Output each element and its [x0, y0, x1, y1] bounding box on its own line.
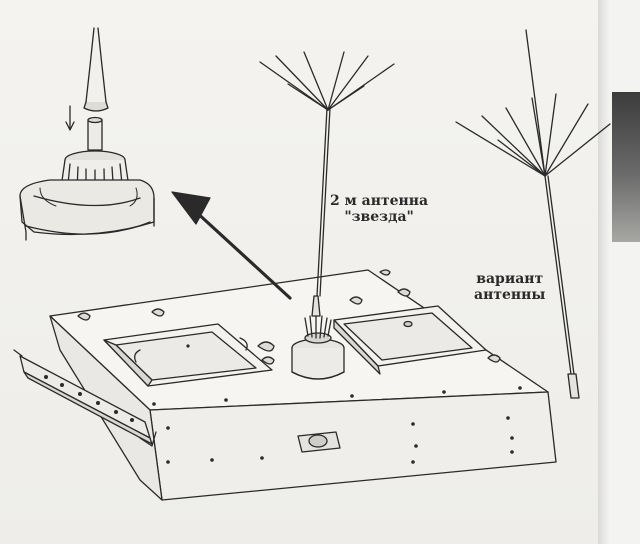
right-hatch — [333, 269, 501, 375]
main-antenna-caption-line-2: "звезда" — [344, 209, 414, 225]
star-antenna-spokes — [259, 51, 395, 111]
adjacent-photo-edge — [598, 0, 640, 544]
variant-antenna-caption-line-1: вариант — [476, 271, 544, 287]
edge-bolts — [152, 386, 522, 406]
ledge-rivets — [44, 375, 134, 422]
main-antenna-caption: 2 м антенна "звезда" — [330, 193, 428, 225]
main-antenna-caption-line-1: 2 м антенна — [330, 193, 429, 209]
variant-antenna — [455, 29, 611, 399]
mount-detail-view — [19, 27, 155, 241]
variant-antenna-caption-line-2: антенны — [474, 287, 546, 303]
arrow-down-icon — [65, 105, 75, 131]
variant-antenna-caption: вариант антенны — [474, 271, 545, 303]
front-inspection-cover — [297, 431, 341, 453]
adjacent-photo-dark-region — [612, 92, 640, 242]
hull-left-edge — [13, 349, 157, 447]
front-face-rivets — [166, 416, 514, 464]
variant-antenna-spokes — [455, 93, 611, 177]
vehicle-roof — [19, 269, 557, 501]
arrow-up-left-icon — [171, 191, 292, 300]
antenna-mount-base — [291, 295, 345, 380]
star-antenna-main — [259, 51, 395, 297]
left-hatch — [77, 308, 275, 387]
